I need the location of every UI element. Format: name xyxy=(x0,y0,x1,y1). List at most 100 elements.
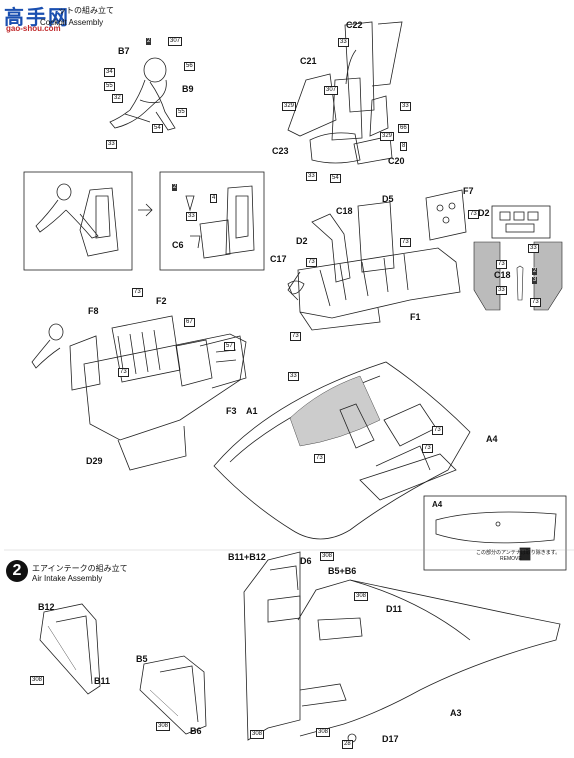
part-label: D2 xyxy=(478,208,490,218)
intake-assembly-main xyxy=(243,551,561,743)
paint-code: 28 xyxy=(342,740,353,749)
seat-detail-box xyxy=(159,171,265,271)
part-label: F8 xyxy=(88,306,99,316)
part-label: B6 xyxy=(190,726,202,736)
paint-code: 33 xyxy=(338,38,349,47)
callout-a4-label: A4 xyxy=(432,500,443,509)
part-label: D6 xyxy=(300,556,312,566)
paint-code: 73 xyxy=(314,454,325,463)
ejection-seat xyxy=(287,21,403,165)
a4-callout-drawing xyxy=(435,511,557,561)
paint-code: 33 xyxy=(400,102,411,111)
part-label: A4 xyxy=(486,434,498,444)
paint-code: 2 xyxy=(146,38,152,45)
callout-a4-note-jp: この部分のアンテナは取り除きます。 xyxy=(476,550,561,556)
paint-code: 32 xyxy=(112,94,123,103)
cockpit-assembly-left xyxy=(31,315,247,471)
intake-part-b5-b6 xyxy=(139,655,207,735)
seated-pilot xyxy=(35,183,119,257)
paint-code: 57 xyxy=(224,342,235,351)
paint-code: 73 xyxy=(132,288,143,297)
part-label: B5 xyxy=(136,654,148,664)
instrument-panel-d2 xyxy=(491,205,551,239)
a4-callout-box xyxy=(423,495,567,571)
step2-title-en: Air Intake Assembly xyxy=(32,574,103,583)
paint-code: 308 xyxy=(320,552,335,561)
paint-code: 66 xyxy=(398,124,409,133)
paint-code: 73 xyxy=(468,210,479,219)
part-label: D11 xyxy=(386,604,403,614)
paint-code: 33 xyxy=(106,140,117,149)
part-label: D2 xyxy=(296,236,308,246)
paint-code: 33 xyxy=(306,172,317,181)
paint-code: 3 xyxy=(532,277,538,284)
paint-code: 308 xyxy=(156,722,171,731)
side-consoles xyxy=(473,241,563,311)
paint-code: 2 xyxy=(172,184,178,191)
paint-code: 73 xyxy=(496,260,507,269)
part-label: C23 xyxy=(272,146,289,156)
part-label: C17 xyxy=(270,254,287,264)
step2-title-jp: エアインテークの組み立て xyxy=(32,564,128,573)
paint-code: 56 xyxy=(184,62,195,71)
paint-code: 4 xyxy=(210,194,218,203)
part-label: B12 xyxy=(38,602,55,612)
step1-title-jp: ットの組み立て xyxy=(58,6,114,15)
part-label: B9 xyxy=(182,84,194,94)
part-label: C20 xyxy=(388,156,405,166)
watermark-site: gao-shou.com xyxy=(6,24,61,33)
paint-code: 308 xyxy=(30,676,45,685)
cockpit-tub xyxy=(287,201,461,331)
pilot-figure xyxy=(109,57,176,131)
part-label: B5+B6 xyxy=(328,566,357,576)
paint-code: 55 xyxy=(104,82,115,91)
paint-code: 73 xyxy=(118,368,129,377)
paint-code: 73 xyxy=(530,298,541,307)
paint-code: 307 xyxy=(168,37,183,46)
intake-part-b12-b11 xyxy=(39,603,101,695)
part-label: F7 xyxy=(463,186,474,196)
part-label: C18 xyxy=(494,270,511,280)
part-label: C21 xyxy=(300,56,317,66)
paint-code: 73 xyxy=(290,332,301,341)
part-label: B11 xyxy=(94,676,111,686)
part-label: A3 xyxy=(450,708,462,718)
paint-code: 308 xyxy=(250,730,265,739)
seated-pilot-box xyxy=(23,171,133,271)
watermark-title: 高手网 xyxy=(4,7,70,29)
part-label: D17 xyxy=(382,734,399,744)
paint-code: 73 xyxy=(306,258,317,267)
watermark-logo: 高手网 gao-shou.com xyxy=(0,0,72,36)
part-label: A1 xyxy=(246,406,258,416)
part-label: D5 xyxy=(382,194,394,204)
callout-a4-note-en: REMOVE xyxy=(500,556,522,562)
instrument-panel-f7 xyxy=(425,189,467,241)
paint-code: 73 xyxy=(400,238,411,247)
step2-number: 2 xyxy=(6,560,28,582)
part-label: D29 xyxy=(86,456,103,466)
part-label: B7 xyxy=(118,46,130,56)
part-label: F2 xyxy=(156,296,167,306)
paint-code: 8 xyxy=(400,142,408,151)
paint-code: 54 xyxy=(330,174,341,183)
seat-detail xyxy=(185,185,255,259)
paint-code: 34 xyxy=(104,68,115,77)
paint-code: 67 xyxy=(184,318,195,327)
arrow xyxy=(138,203,153,217)
part-label: B11+B12 xyxy=(228,552,266,562)
paint-code: 308 xyxy=(354,592,369,601)
paint-code: 33 xyxy=(186,212,197,221)
paint-code: 73 xyxy=(432,426,443,435)
paint-code: 2 xyxy=(532,268,538,275)
part-label: C18 xyxy=(336,206,353,216)
part-label: C6 xyxy=(172,240,184,250)
paint-code: 308 xyxy=(316,728,331,737)
step1-title-en: Cockpit Assembly xyxy=(40,18,104,27)
paint-code: 54 xyxy=(152,124,163,133)
paint-code: 33 xyxy=(496,286,507,295)
paint-code: 329 xyxy=(380,132,395,141)
part-label: F1 xyxy=(410,312,421,322)
fuselage-canopy xyxy=(213,361,471,540)
paint-code: 33 xyxy=(288,372,299,381)
